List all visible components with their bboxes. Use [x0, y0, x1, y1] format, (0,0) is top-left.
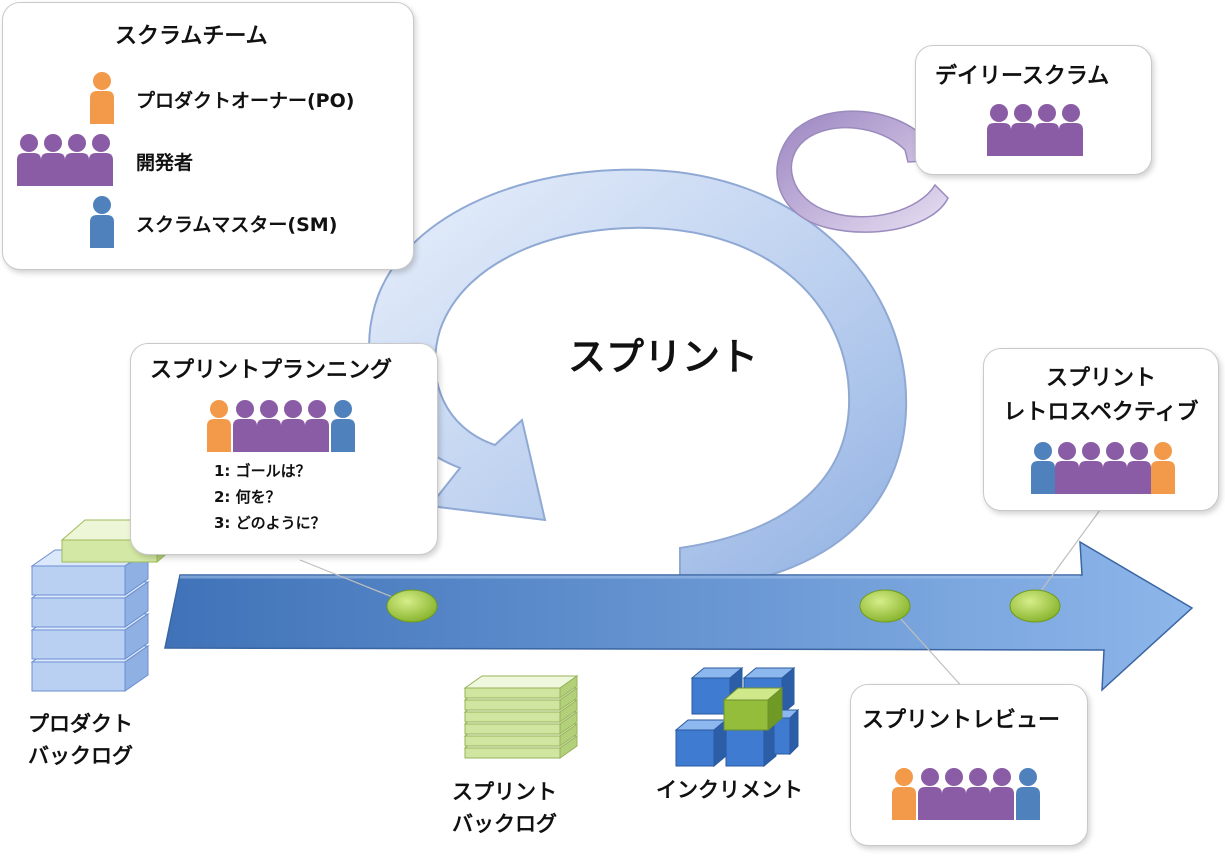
sprint-backlog-label-line1: スプリント — [452, 780, 557, 804]
product-backlog-label-line2: バックログ — [28, 744, 133, 768]
sprint-backlog-label-line2: バックログ — [452, 812, 557, 836]
sprint-timeline-arrow — [164, 540, 1194, 692]
role-label-scrum-master: スクラムマスター(SM) — [136, 214, 338, 236]
product-backlog-label-line1: プロダクト — [28, 712, 133, 736]
sprint-planning-panel — [130, 343, 438, 555]
product-owner-person-icon — [90, 72, 114, 124]
sprint-review-title: スプリントレビュー — [862, 708, 1061, 733]
role-label-product-owner: プロダクトオーナー(PO) — [136, 90, 355, 112]
planning-question-goal: 1: ゴールは？ — [214, 462, 311, 480]
developers-people-icon — [17, 134, 113, 186]
increment-cubes-icon — [674, 666, 800, 768]
scrum-team-title: スクラムチーム — [115, 24, 268, 49]
scrum-master-person-icon — [90, 196, 114, 248]
sprint-retrospective-title-line1: スプリント — [1045, 366, 1156, 391]
increment-label: インクリメント — [656, 778, 803, 802]
sprint-cycle-arrow — [368, 168, 908, 592]
sprint-cycle-label: スプリント — [568, 335, 759, 379]
sprint-backlog-stack-icon — [463, 675, 579, 759]
scrum-team-panel — [2, 2, 414, 270]
daily-scrum-loop-arrow — [776, 110, 949, 233]
sprint-planning-title: スプリントプランニング — [150, 358, 393, 383]
retrospective-participants-icon — [1031, 442, 1175, 494]
review-participants-icon — [892, 768, 1040, 820]
milestone-retrospective — [1009, 589, 1061, 623]
connector-lines — [299, 509, 1101, 691]
planning-question-what: 2: 何を？ — [214, 488, 281, 506]
daily-scrum-developers-icon — [987, 104, 1083, 156]
milestone-planning — [386, 589, 438, 623]
planning-question-how: 3: どのように？ — [214, 514, 326, 532]
role-label-developers: 開発者 — [136, 152, 194, 174]
sprint-retrospective-title-line2: レトロスペクティブ — [1003, 400, 1199, 425]
daily-scrum-title: デイリースクラム — [935, 64, 1110, 89]
planning-participants-icon — [207, 400, 355, 452]
milestone-review — [859, 589, 911, 623]
